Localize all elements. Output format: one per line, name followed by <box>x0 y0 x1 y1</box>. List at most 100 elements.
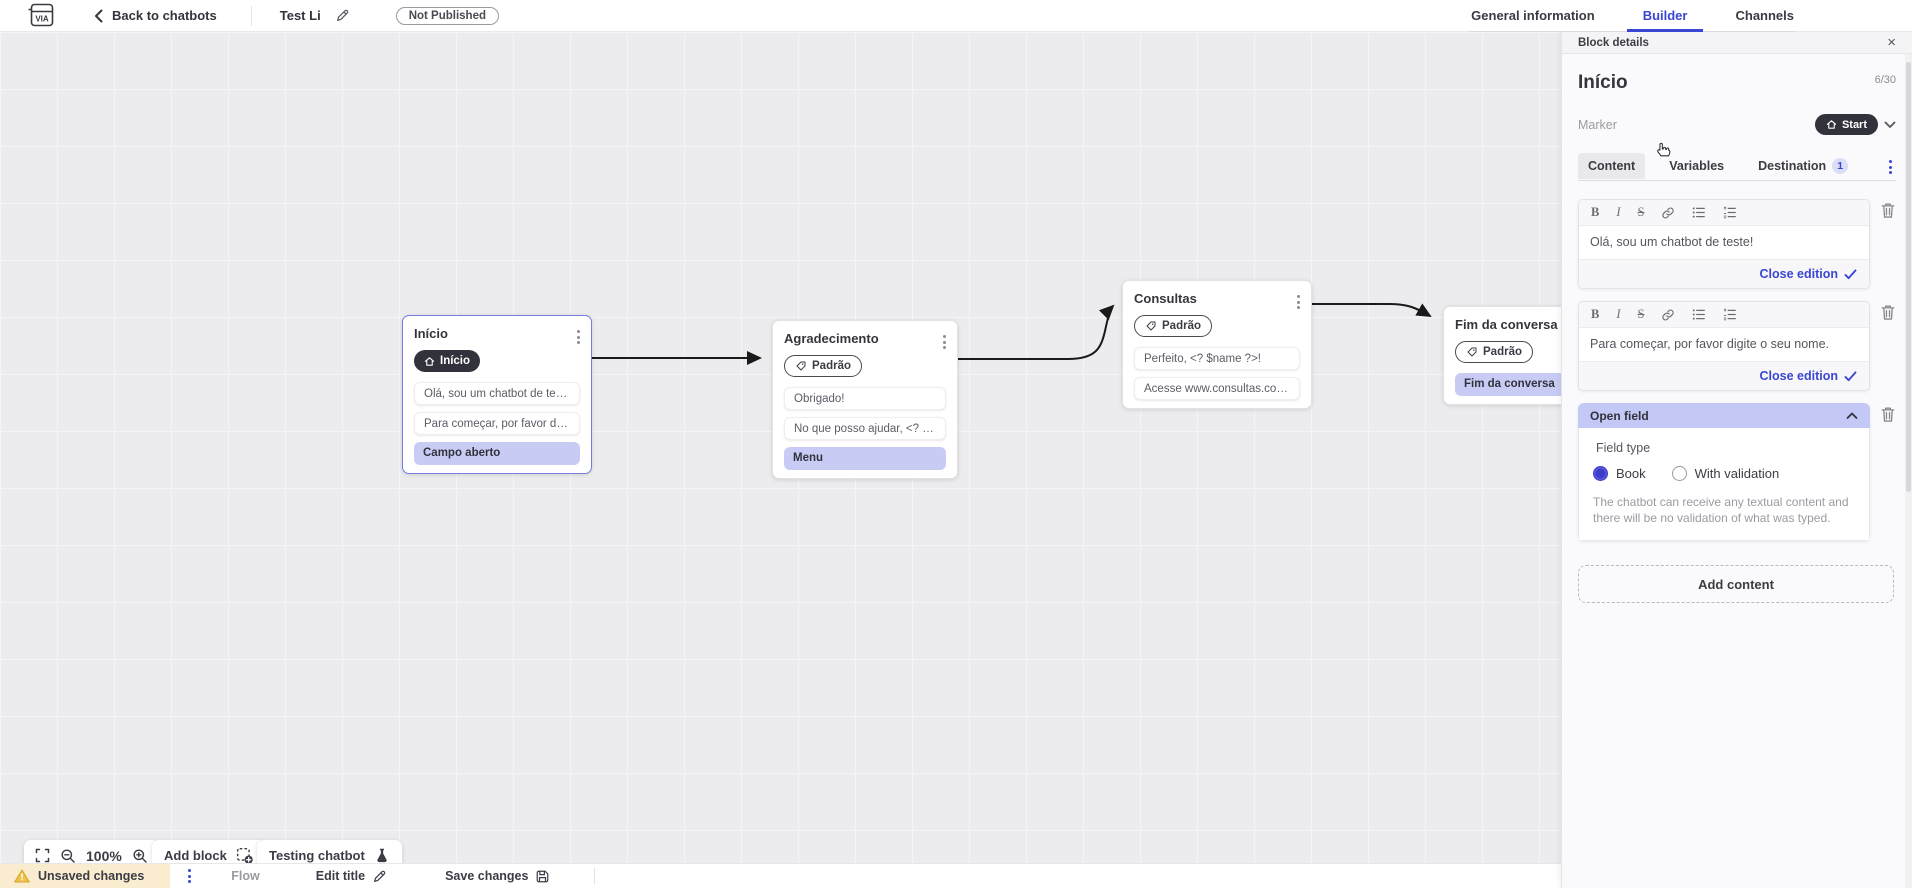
tag-icon <box>1146 321 1156 331</box>
radio-with-validation[interactable]: With validation <box>1671 466 1779 481</box>
flow-view-label[interactable]: Flow <box>231 869 260 883</box>
end-conversation-card[interactable]: Fim da conversa <box>1455 373 1561 396</box>
block-menu-icon[interactable] <box>941 333 948 351</box>
editor-toolbar: B I S <box>1579 302 1869 328</box>
radio-book[interactable]: Book <box>1593 466 1646 481</box>
message-card[interactable]: No que posso ajudar, <? $name ... <box>784 417 946 440</box>
tab-variables[interactable]: Variables <box>1669 158 1725 173</box>
app-logo[interactable]: VIA <box>26 3 56 29</box>
bullet-list-icon[interactable] <box>1692 206 1706 219</box>
radio-book-label: Book <box>1616 466 1646 481</box>
save-changes-button[interactable]: Save changes <box>445 869 550 884</box>
close-panel-icon[interactable]: × <box>1887 34 1896 51</box>
block-cards: Perfeito, <? $name ?>! Acesse www.consul… <box>1134 347 1300 400</box>
radio-unselected-icon <box>1671 466 1687 481</box>
panel-header-title: Block details <box>1578 36 1649 49</box>
flow-block-consultas[interactable]: Consultas Padrão Perfeito, <? $name ?>! … <box>1122 280 1312 409</box>
delete-content-icon[interactable] <box>1880 406 1896 423</box>
tab-channels[interactable]: Channels <box>1735 7 1794 23</box>
menu-card[interactable]: Menu <box>784 447 946 470</box>
fullscreen-icon[interactable] <box>35 848 50 863</box>
panel-scrollbar[interactable] <box>1905 54 1912 888</box>
marker-select[interactable]: Start <box>1814 114 1896 135</box>
strikethrough-icon[interactable]: S <box>1637 307 1645 321</box>
flow-block-fim-da-conversa[interactable]: Fim da conversa Padrão Fim da conversa <box>1443 306 1561 405</box>
testing-chatbot-label: Testing chatbot <box>269 848 365 863</box>
default-marker-pill: Padrão <box>1134 315 1212 337</box>
message-card[interactable]: Obrigado! <box>784 387 946 410</box>
flow-block-inicio[interactable]: Início Início Olá, sou um chatbot de tes… <box>402 315 592 474</box>
default-marker-pill: Padrão <box>1455 341 1533 363</box>
delete-content-icon[interactable] <box>1880 202 1896 219</box>
open-field-section: Open field Field type Book <box>1578 403 1870 541</box>
add-block-label: Add block <box>164 848 227 863</box>
text-editor[interactable]: B I S Olá, sou um chatbot de tes <box>1578 199 1870 289</box>
back-label: Back to chatbots <box>112 8 217 23</box>
add-content-button[interactable]: Add content <box>1578 565 1894 603</box>
block-menu-icon[interactable] <box>575 328 582 346</box>
panel-tabs: Content Variables Destination 1 <box>1578 151 1896 181</box>
statusbar-divider <box>594 868 596 884</box>
testing-chatbot-button[interactable]: Testing chatbot <box>257 840 402 863</box>
check-icon <box>1844 268 1857 279</box>
close-edition-label: Close edition <box>1759 369 1838 383</box>
ordered-list-icon[interactable] <box>1723 308 1737 321</box>
delete-content-icon[interactable] <box>1880 304 1896 321</box>
ordered-list-icon[interactable] <box>1723 206 1737 219</box>
block-title: Início <box>414 326 448 341</box>
chevron-down-icon <box>1884 121 1896 128</box>
zoom-in-icon[interactable] <box>132 848 148 864</box>
open-field-header[interactable]: Open field <box>1578 403 1870 428</box>
edit-title-pencil-icon[interactable] <box>335 8 350 23</box>
block-menu-icon[interactable] <box>1295 293 1302 311</box>
tab-content[interactable]: Content <box>1578 152 1646 179</box>
marker-row: Marker Start <box>1578 114 1896 135</box>
char-counter: 6/30 <box>1874 74 1896 86</box>
italic-icon[interactable]: I <box>1616 205 1621 219</box>
link-icon[interactable] <box>1661 206 1675 220</box>
editor-text[interactable]: Olá, sou um chatbot de teste! <box>1590 235 1754 249</box>
message-card[interactable]: Para começar, por favor digite o ... <box>414 412 580 435</box>
message-card[interactable]: Olá, sou um chatbot de teste! <box>414 382 580 405</box>
flow-block-agradecimento[interactable]: Agradecimento Padrão Obrigado! No que po… <box>772 320 958 479</box>
zoom-out-icon[interactable] <box>60 848 76 864</box>
publish-status-badge: Not Published <box>395 6 499 25</box>
add-block-button[interactable]: Add block <box>152 840 266 863</box>
bold-icon[interactable]: B <box>1591 205 1600 219</box>
back-to-chatbots-button[interactable]: Back to chatbots <box>94 8 217 23</box>
bullet-list-icon[interactable] <box>1692 308 1706 321</box>
italic-icon[interactable]: I <box>1616 307 1621 321</box>
field-type-description: The chatbot can receive any textual cont… <box>1593 495 1849 525</box>
message-card[interactable]: Acesse www.consultas.com par... <box>1134 377 1300 400</box>
unsaved-changes-label: Unsaved changes <box>38 869 145 883</box>
tab-destination-label: Destination <box>1758 158 1827 173</box>
flask-icon <box>374 847 390 863</box>
tab-builder[interactable]: Builder <box>1626 0 1704 32</box>
status-bar: Unsaved changes Flow Edit title Save cha… <box>0 863 1561 888</box>
editor-footer: Close edition <box>1579 259 1869 288</box>
panel-scrollbar-thumb[interactable] <box>1906 62 1911 492</box>
link-icon[interactable] <box>1661 308 1675 322</box>
chatbot-title[interactable]: Test Li <box>279 8 321 23</box>
logo-text: VIA <box>35 14 49 23</box>
close-edition-button[interactable]: Close edition <box>1760 369 1857 383</box>
add-block-icon <box>236 847 254 863</box>
statusbar-menu-icon[interactable] <box>186 867 193 885</box>
tab-destination[interactable]: Destination 1 <box>1748 152 1858 180</box>
tab-general-information[interactable]: General information <box>1471 7 1595 23</box>
marker-label-text: Padrão <box>1483 346 1522 358</box>
edit-title-button[interactable]: Edit title <box>316 869 387 884</box>
text-editor[interactable]: B I S Para começar, por favor di <box>1578 301 1870 391</box>
panel-header: Block details × <box>1562 32 1912 54</box>
message-card[interactable]: Perfeito, <? $name ?>! <box>1134 347 1300 370</box>
editor-text[interactable]: Para começar, por favor digite o seu nom… <box>1590 337 1830 351</box>
close-edition-button[interactable]: Close edition <box>1760 267 1857 281</box>
bold-icon[interactable]: B <box>1591 307 1600 321</box>
open-field-card[interactable]: Campo aberto <box>414 442 580 465</box>
flow-canvas[interactable]: Início Início Olá, sou um chatbot de tes… <box>0 32 1561 863</box>
block-cards: Olá, sou um chatbot de teste! Para começ… <box>414 382 580 465</box>
block-name-input[interactable]: Início <box>1578 72 1628 93</box>
strikethrough-icon[interactable]: S <box>1637 205 1645 219</box>
block-title: Fim da conversa <box>1455 317 1558 332</box>
panel-tabs-menu-icon[interactable] <box>1887 158 1894 176</box>
